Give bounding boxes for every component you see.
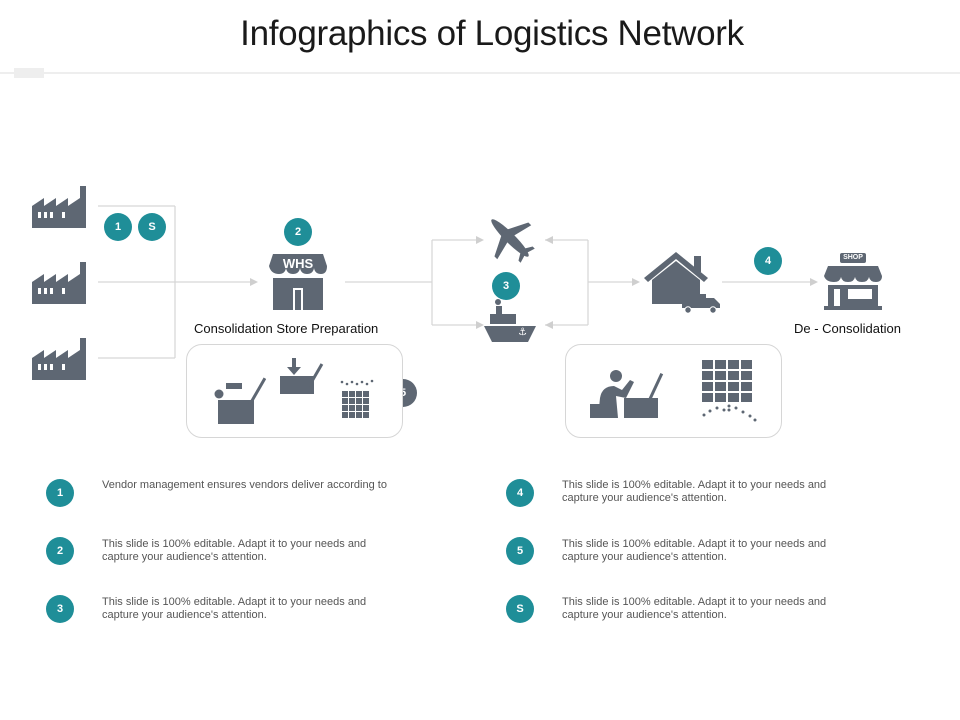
factory-icon	[32, 338, 86, 380]
step-badge-1: 1	[104, 213, 132, 241]
legend-text: Vendor management ensures vendors delive…	[102, 479, 387, 491]
pallet-grid-icon	[702, 360, 757, 422]
warehouse-sign-text: WHS	[282, 256, 314, 271]
box-drop-icon	[280, 358, 324, 394]
legend-badge: 3	[46, 595, 74, 623]
ship-icon: ⚓	[484, 299, 536, 342]
step-badge-2: 2	[284, 218, 312, 246]
title-divider	[0, 72, 960, 74]
page-title: Infographics of Logistics Network	[240, 14, 744, 53]
legend-badge: 2	[46, 537, 74, 565]
legend-text: This slide is 100% editable. Adapt it to…	[562, 479, 827, 504]
svg-text:⚓: ⚓	[518, 327, 527, 338]
grid-icon	[340, 379, 374, 418]
legend-text: This slide is 100% editable. Adapt it to…	[102, 596, 367, 621]
house-icon	[644, 252, 720, 314]
shop-sign-text: SHOP	[843, 254, 863, 261]
consolidation-label: Consolidation Store Preparation	[194, 321, 379, 336]
step-badge-4: 4	[754, 247, 782, 275]
legend-badge: S	[506, 595, 534, 623]
warehouse-icon: WHS	[267, 252, 329, 312]
step-badge-s: S	[138, 213, 166, 241]
factory-icon	[32, 262, 86, 304]
airplane-icon	[491, 219, 535, 263]
factory-icon	[32, 186, 86, 228]
step-badge-3: 3	[492, 272, 520, 300]
legend-badge: 1	[46, 479, 74, 507]
legend-badge: 4	[506, 479, 534, 507]
worker-icon	[590, 370, 664, 418]
worker-box-icon	[214, 377, 266, 424]
legend-text: This slide is 100% editable. Adapt it to…	[102, 538, 367, 563]
deconsolidation-label: De - Consolidation	[794, 321, 901, 336]
shop-icon: SHOP	[822, 252, 884, 312]
legend-text: This slide is 100% editable. Adapt it to…	[562, 596, 827, 621]
legend-text: This slide is 100% editable. Adapt it to…	[562, 538, 827, 563]
legend-badge: 5	[506, 537, 534, 565]
truck-icon	[682, 294, 720, 314]
title-divider-tab	[14, 68, 44, 78]
